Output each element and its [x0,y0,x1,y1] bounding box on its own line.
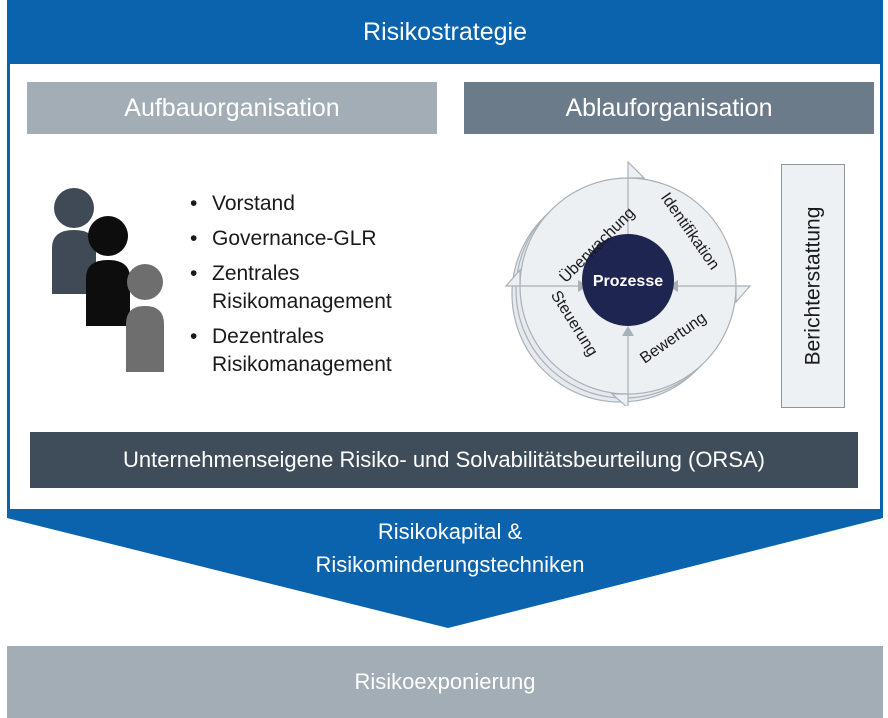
orsa-label: Unternehmenseigene Risiko- und Solvabili… [123,447,765,472]
list-item: • Vorstand [190,190,430,218]
risk-exposure-label: Risikoexponierung [354,669,536,694]
risk-strategy-title: Risikostrategie [363,17,527,46]
orsa-bar: Unternehmenseigene Risiko- und Solvabili… [30,432,858,488]
reporting-box: Berichterstattung [781,164,845,408]
list-item-label: Vorstand [212,192,295,215]
risk-strategy-header: Risikostrategie [7,0,883,64]
list-item-label: Dezentrales Risikomanagement [212,325,392,376]
bullet-marker: • [190,262,198,285]
bullet-marker: • [190,325,198,348]
ablauf-header: Ablauforganisation [464,82,874,134]
list-item: • Zentrales Risikomanagement [190,260,430,316]
list-item-label: Governance-GLR [212,227,377,250]
funnel-line-2: Risikominderungstechniken [315,552,585,577]
aufbau-header: Aufbauorganisation [27,82,437,134]
people-icon [52,188,164,372]
reporting-label: Berichterstattung [801,206,825,366]
risk-exposure-bar: Risikoexponierung [7,646,883,718]
funnel-caption: Risikokapital & Risikominderungstechnike… [200,515,700,581]
bullet-marker: • [190,192,198,215]
list-item: • Dezentrales Risikomanagement [190,323,430,379]
organisation-list: • Vorstand • Governance-GLR • Zentrales … [190,190,430,386]
aufbau-title: Aufbauorganisation [124,93,340,122]
process-center-label: Prozesse [593,273,663,290]
list-item-label: Zentrales Risikomanagement [212,262,392,313]
list-item: • Governance-GLR [190,225,430,253]
process-cycle: Prozesse Überwachung Identifikation Bewe… [504,160,752,406]
bullet-marker: • [190,227,198,250]
process-center-circle [582,234,674,326]
funnel-line-1: Risikokapital & [377,519,523,544]
ablauf-title: Ablauforganisation [565,93,773,122]
